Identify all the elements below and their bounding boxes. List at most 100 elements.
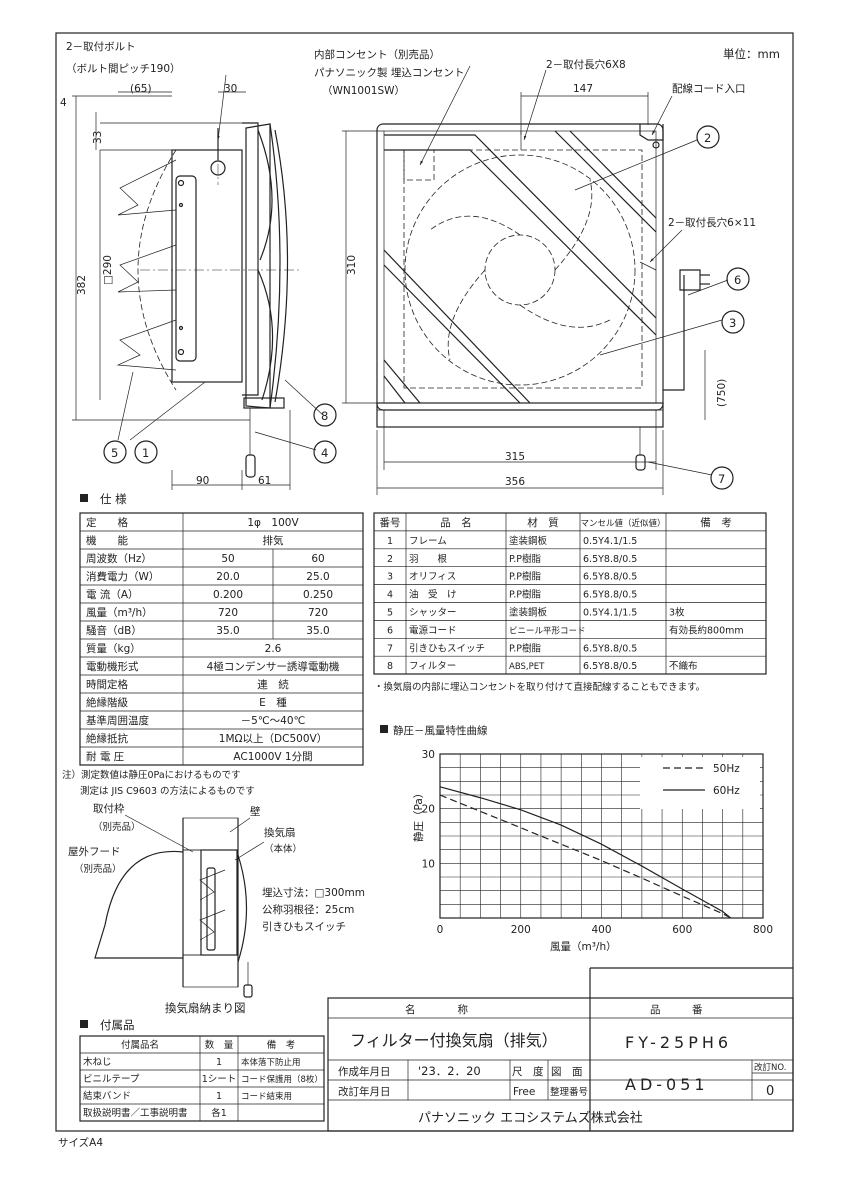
dim-61: 61 <box>258 475 271 487</box>
company-name: パナソニック エコシステムズ株式会社 <box>418 1110 643 1126</box>
accessory-cell: 1 <box>216 1091 222 1102</box>
parts-cell: オリフィス <box>409 572 456 583</box>
y-tick-label: 20 <box>422 804 435 816</box>
accessory-cell: 本体落下防止用 <box>241 1057 301 1068</box>
product-header: 品 番 <box>650 1004 703 1016</box>
svg-text:7: 7 <box>718 472 725 486</box>
chart-ylabel: 静圧（Pa） <box>412 788 425 842</box>
spec-value-50hz: 35.0 <box>216 625 239 637</box>
parts-cell: 7 <box>387 643 393 654</box>
series-60Hz-line <box>439 786 732 919</box>
parts-cell: シャッター <box>409 608 457 619</box>
parts-cell: 不織布 <box>669 660 698 672</box>
parts-cell: 8 <box>387 661 393 672</box>
legend-label: 60Hz <box>713 785 740 797</box>
dim-290: □290 <box>102 255 114 285</box>
accessory-cell: コード保護用（8枚） <box>241 1074 323 1085</box>
accessory-header: 備 考 <box>267 1039 296 1051</box>
spec-row-label: 耐 電 圧 <box>86 750 125 763</box>
cord-inlet-label: 配線コード入口 <box>672 82 746 95</box>
spec-row-label: 機 能 <box>86 534 128 547</box>
fan-label: 換気扇 <box>264 826 296 839</box>
spec-value: 1φ 100V <box>247 517 299 529</box>
parts-cell: P.P樹脂 <box>509 642 541 654</box>
svg-text:5: 5 <box>111 446 118 460</box>
dim-315: 315 <box>505 451 525 463</box>
square-bullet-icon <box>80 1020 88 1028</box>
dim-33: 33 <box>92 131 104 144</box>
callout-2 <box>696 125 720 149</box>
spec-row-label: 電 流（A） <box>86 588 139 601</box>
x-tick-label: 0 <box>437 924 444 936</box>
svg-text:4: 4 <box>321 446 328 460</box>
hood-label: 屋外フード <box>68 846 121 858</box>
dim-382: 382 <box>76 275 88 295</box>
frame-sub: （別売品） <box>93 821 141 833</box>
frame-label: 取付枠 <box>93 802 125 815</box>
parts-cell: 電源コード <box>409 625 457 636</box>
outlet-label-1: 内部コンセント（別売品） <box>314 48 440 61</box>
spec-row-label: 電動機形式 <box>86 660 139 673</box>
spec-value: 連 続 <box>257 678 289 691</box>
spec-row-label: 質量（kg） <box>86 642 141 655</box>
dim-750: (750) <box>716 379 728 407</box>
parts-cell: P.P樹脂 <box>509 571 541 583</box>
spec-row-label: 消費電力（W） <box>86 570 159 583</box>
callouts-front: 2 3 6 7 <box>574 125 750 490</box>
install-spec-1: 埋込寸法：□300mm <box>262 886 365 899</box>
parts-cell: 0.5Y4.1/1.5 <box>583 536 637 547</box>
callouts-side: 5 1 4 8 <box>103 371 337 464</box>
parts-cell: 6 <box>387 625 393 636</box>
parts-cell: 2 <box>387 554 393 565</box>
parts-cell: ビニール平形コード <box>509 626 586 636</box>
series-50Hz-line <box>439 794 731 919</box>
accessory-header: 付属品名 <box>121 1039 159 1051</box>
spec-value-60hz: 720 <box>308 607 328 619</box>
parts-cell: ABS,PET <box>509 662 545 672</box>
parts-header: マンセル値（近似値） <box>580 518 665 529</box>
spec-value: 1MΩ以上（DC500V） <box>219 733 327 745</box>
accessory-cell: ビニルテープ <box>83 1074 140 1085</box>
parts-cell: フレーム <box>409 536 447 547</box>
dim-65: (65) <box>130 83 152 95</box>
parts-header: 品 名 <box>440 516 472 529</box>
install-spec-3: 引きひもスイッチ <box>262 920 346 933</box>
product-name: フィルター付換気扇（排気） <box>350 1031 558 1050</box>
spec-value-50hz: 0.200 <box>213 589 243 601</box>
parts-header: 材 質 <box>527 516 559 529</box>
svg-text:3: 3 <box>729 316 736 330</box>
x-tick-label: 400 <box>591 924 611 936</box>
square-bullet-icon <box>380 725 388 733</box>
svg-text:6: 6 <box>734 273 741 287</box>
spec-value: －5℃～40℃ <box>241 715 306 727</box>
bolt-label: 2－取付ボルト <box>66 40 136 53</box>
spec-row-label: 絶縁抵抗 <box>86 732 128 745</box>
spec-value-60hz: 25.0 <box>306 571 329 583</box>
spec-value: 排気 <box>263 534 284 547</box>
dim-310: 310 <box>346 255 358 275</box>
spec-value-50hz: 50 <box>221 553 234 565</box>
parts-cell: 羽 根 <box>409 553 448 565</box>
dim-4: 4 <box>60 97 67 109</box>
fan-sub: （本体） <box>264 843 302 855</box>
hood-sub: （別売品） <box>74 863 122 875</box>
parts-header: 備 考 <box>700 516 732 529</box>
parts-cell: 0.5Y4.1/1.5 <box>583 608 637 619</box>
spec-row-label: 騒音（dB） <box>86 624 142 637</box>
accessories-title: 付属品 <box>100 1018 135 1032</box>
x-tick-label: 600 <box>672 924 692 936</box>
parts-cell: 4 <box>387 590 393 601</box>
x-tick-label: 800 <box>753 924 773 936</box>
front-view: 内部コンセント（別売品） パナソニック製 埋込コンセント （WN1001SW） … <box>314 48 756 495</box>
accessory-cell: コード結束用 <box>241 1091 292 1102</box>
parts-cell: 塗装鋼板 <box>509 607 548 619</box>
parts-cell: 6.5Y8.8/0.5 <box>583 643 637 654</box>
spec-value: E 種 <box>259 696 287 709</box>
spec-row-label: 基準周囲温度 <box>86 714 149 727</box>
parts-cell: 6.5Y8.8/0.5 <box>583 572 637 583</box>
paper-size: サイズA4 <box>58 1136 103 1149</box>
y-tick-label: 30 <box>422 749 435 761</box>
